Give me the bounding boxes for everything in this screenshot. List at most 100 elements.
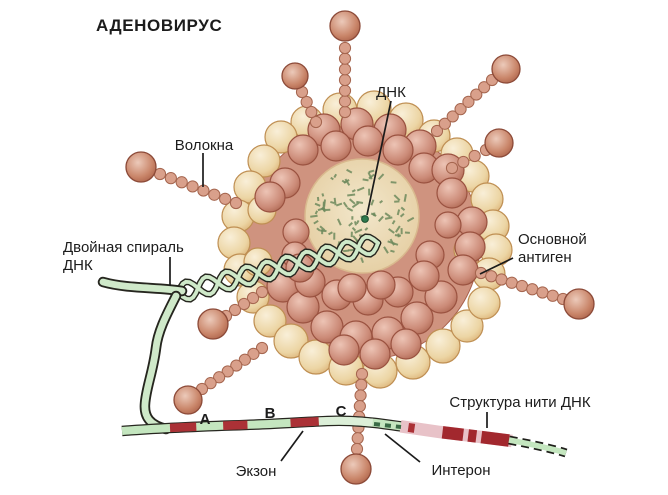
dna-fragment — [344, 178, 351, 186]
dna-fragment — [335, 202, 343, 207]
fiber-bead — [354, 389, 367, 402]
fiber-bead — [462, 95, 475, 108]
dna-fragment — [328, 231, 333, 236]
dna-fragment — [354, 228, 363, 234]
dna-fragment — [368, 169, 375, 174]
fiber-bead — [351, 432, 364, 445]
fiber-bead — [355, 378, 368, 391]
fiber-bead — [338, 73, 352, 87]
dna-ribbon — [97, 276, 188, 435]
dna-fragment — [403, 193, 407, 202]
fiber-bead — [237, 297, 251, 311]
fiber-bead — [505, 276, 518, 289]
fiber-bead — [430, 124, 444, 138]
fiber-bead — [300, 95, 313, 109]
fiber-bead — [485, 270, 498, 283]
capsomere-sphere — [253, 304, 287, 338]
fiber-knob — [173, 385, 203, 415]
diagram-title: АДЕНОВИРУС — [96, 16, 222, 35]
strand-faded — [121, 416, 513, 445]
virus-fibers — [125, 10, 595, 485]
dna-fragment — [368, 188, 371, 196]
dna-fragment — [364, 227, 369, 231]
dna-fragment — [346, 168, 353, 174]
dna-fragment — [333, 197, 337, 206]
dna-fragment — [330, 200, 335, 205]
dna-fragment — [322, 201, 325, 209]
dna-fragment — [370, 212, 376, 217]
dna-fragment — [348, 198, 356, 205]
capsomere-sphere — [450, 309, 484, 343]
fiber-bead — [446, 110, 459, 123]
dna-fragment — [314, 210, 319, 215]
dna-fragment — [368, 173, 375, 180]
fiber-bead — [164, 172, 177, 185]
virus-capsid — [217, 90, 513, 389]
fiber — [474, 266, 595, 320]
pointer-antigen — [479, 257, 514, 275]
fiber-bead — [338, 105, 352, 119]
dna-fragment — [397, 233, 400, 238]
dna-fragment — [330, 176, 334, 181]
dna-fragment — [395, 225, 401, 233]
dna-fragment — [399, 213, 405, 218]
fiber-bead — [255, 285, 269, 299]
dna-double-helix — [174, 233, 382, 303]
fiber-bead — [229, 196, 243, 210]
labels: АДЕНОВИРУС Волокна ДНК Двойная спираль Д… — [63, 16, 591, 480]
fiber-bead — [454, 103, 467, 116]
dna-fragment — [316, 227, 321, 232]
segment-letter-b: B — [265, 405, 276, 422]
fiber-knob — [281, 62, 309, 90]
fiber-bead — [445, 161, 459, 175]
fiber-bead — [515, 279, 529, 293]
fiber-knob — [491, 54, 521, 84]
fiber-bead — [478, 81, 491, 94]
fiber-bead — [536, 286, 549, 299]
label-double-helix-line2: ДНК — [63, 257, 93, 274]
fiber-bead — [309, 115, 323, 129]
ribbon-free-end — [99, 278, 186, 295]
dna-marker-dot — [361, 215, 369, 223]
label-exon: Экзон — [236, 463, 277, 480]
fiber-bead — [246, 291, 260, 305]
dna-fragment — [362, 178, 369, 182]
dna-fragment — [404, 231, 410, 234]
dna-fragment — [343, 249, 349, 253]
fiber-bead — [338, 41, 352, 55]
dna-fragment — [406, 216, 415, 223]
fiber-bead — [228, 303, 242, 317]
dna-fragment — [320, 229, 327, 233]
fiber-bead — [208, 188, 221, 201]
dna-fragment — [388, 228, 395, 234]
capsomere-sphere — [247, 144, 281, 178]
dna-fragment — [379, 199, 384, 204]
dna-fragment — [354, 221, 357, 226]
fiber-bead — [247, 347, 260, 360]
dna-fragment — [393, 194, 401, 202]
intron-dashes — [373, 422, 402, 429]
dna-fragment — [370, 199, 375, 206]
capsomere-sphere — [390, 328, 422, 360]
fiber-bead — [338, 52, 352, 65]
fiber-bead — [438, 117, 451, 130]
dna-fragment — [384, 216, 393, 220]
capsomere-sphere — [337, 273, 367, 303]
label-double-helix-line1: Двойная спираль — [63, 239, 184, 256]
dna-fragment — [390, 181, 397, 184]
dna-fragment — [351, 202, 360, 209]
capsomere-sphere — [436, 177, 468, 209]
pointer-lines — [169, 100, 514, 463]
dna-fragment — [383, 246, 389, 254]
capsomere-sphere — [467, 286, 501, 320]
dna-fragment — [343, 179, 350, 184]
dna-fragment — [400, 206, 406, 211]
capsomere-sphere — [352, 125, 384, 157]
dna-fragment — [356, 200, 364, 204]
label-strand-structure: Структура нити ДНК — [449, 394, 590, 411]
label-antigen-line2: антиген — [518, 249, 572, 266]
fiber-bead — [204, 377, 217, 390]
fiber-bead — [546, 289, 559, 302]
ribbon-descending — [141, 292, 180, 433]
